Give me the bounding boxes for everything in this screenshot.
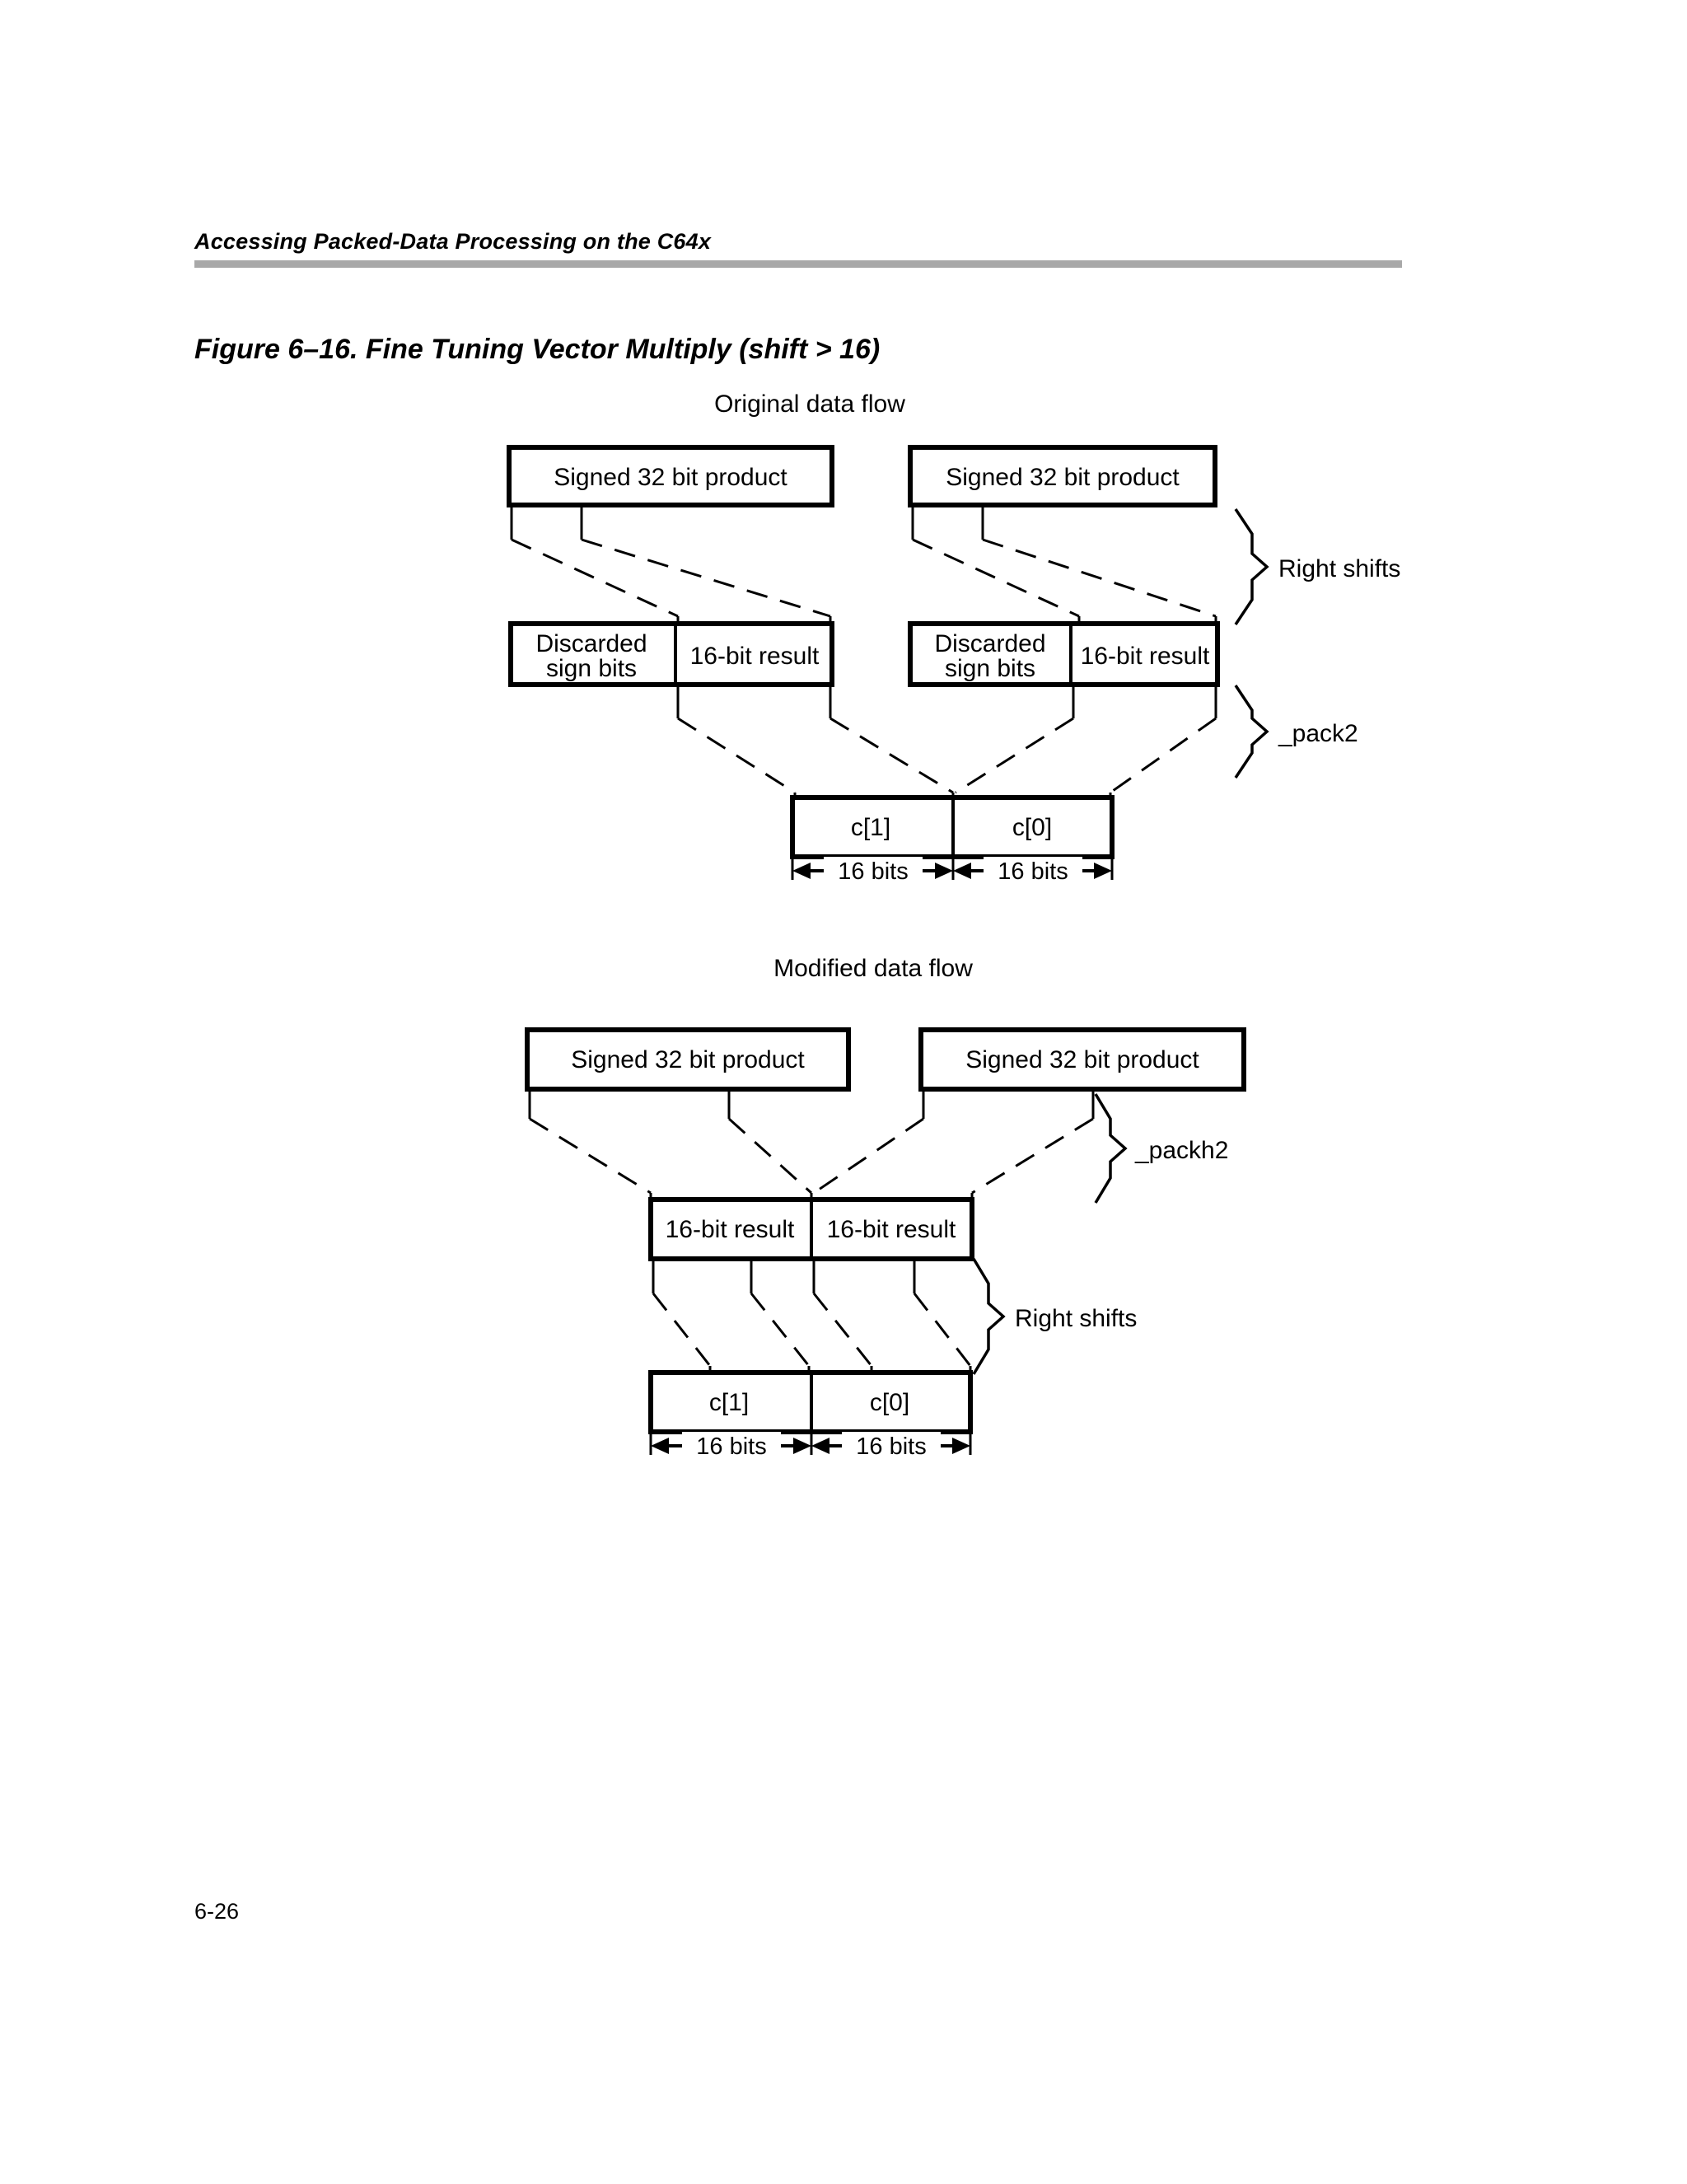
modified-top-box-right bbox=[918, 1027, 1246, 1092]
modified-brace-label-packh2: _packh2 bbox=[1134, 1137, 1228, 1164]
original-dim-arrow-2-left bbox=[953, 863, 971, 879]
original-middle-left-result: 16-bit result bbox=[690, 643, 820, 670]
modified-dim-arrow-2-right bbox=[952, 1438, 970, 1454]
original-top-box-left-label: Signed 32 bit product bbox=[554, 464, 787, 491]
modified-brace-label-right-shifts: Right shifts bbox=[1015, 1305, 1137, 1332]
modified-dim-label-1-bg bbox=[682, 1432, 781, 1460]
original-middle-box-right bbox=[908, 621, 1220, 687]
modified-top-box-left bbox=[525, 1027, 851, 1092]
original-middle-right-result: 16-bit result bbox=[1081, 643, 1210, 670]
original-middle-box-left bbox=[508, 621, 834, 687]
modified-dim-arrow-2-left bbox=[811, 1438, 829, 1454]
modified-dim-arrow-1-left bbox=[651, 1438, 669, 1454]
original-top-box-left bbox=[507, 445, 834, 507]
original-middle-right-discarded-line1: Discarded bbox=[934, 630, 1045, 657]
figure-caption: Figure 6–16. Fine Tuning Vector Multiply… bbox=[194, 334, 881, 365]
running-header-title: Accessing Packed-Data Processing on the … bbox=[194, 229, 712, 254]
original-dim-arrow-1-left bbox=[792, 863, 811, 879]
original-result-cell-c0: c[0] bbox=[1012, 814, 1052, 841]
diagram-original-title: Original data flow bbox=[714, 391, 905, 418]
diagram-modified-title: Modified data flow bbox=[773, 955, 973, 982]
original-dim-arrow-1-right bbox=[935, 863, 953, 879]
original-middle-left-discarded-line2: sign bits bbox=[546, 655, 637, 682]
original-result-cell-c1: c[1] bbox=[851, 814, 890, 841]
modified-top-box-left-label: Signed 32 bit product bbox=[571, 1046, 805, 1073]
original-brace-label-pack2: _pack2 bbox=[1278, 720, 1358, 747]
original-top-box-right-label: Signed 32 bit product bbox=[946, 464, 1180, 491]
original-dim-label-2-bg bbox=[984, 857, 1082, 885]
diagram-modified: Modified data flow Signed 32 bit product… bbox=[525, 955, 1246, 1460]
modified-middle-cell-right: 16-bit result bbox=[827, 1216, 956, 1243]
modified-dim-arrow-1-right bbox=[793, 1438, 811, 1454]
modified-dim-label-2: 16 bits bbox=[856, 1433, 926, 1460]
modified-result-cell-c1: c[1] bbox=[709, 1389, 749, 1416]
original-dim-label-2: 16 bits bbox=[998, 858, 1068, 885]
modified-middle-cell-left: 16-bit result bbox=[666, 1216, 795, 1243]
modified-top-box-right-label: Signed 32 bit product bbox=[965, 1046, 1199, 1073]
modified-result-cell-c0: c[0] bbox=[870, 1389, 909, 1416]
original-dim-label-1-bg bbox=[824, 857, 923, 885]
modified-dim-label-1: 16 bits bbox=[696, 1433, 766, 1460]
modified-dim-label-2-bg bbox=[842, 1432, 941, 1460]
original-middle-right-discarded-line2: sign bits bbox=[945, 655, 1035, 682]
original-brace-label-right-shifts: Right shifts bbox=[1278, 555, 1400, 582]
original-dim-label-1: 16 bits bbox=[838, 858, 908, 885]
diagram-original: Original data flow Signed 32 bit product… bbox=[507, 391, 1400, 885]
header-rule bbox=[194, 260, 1402, 268]
original-middle-left-discarded-line1: Discarded bbox=[535, 630, 647, 657]
original-dim-arrow-2-right bbox=[1094, 863, 1112, 879]
page-number: 6-26 bbox=[194, 1899, 240, 1924]
original-top-box-right bbox=[908, 445, 1217, 507]
